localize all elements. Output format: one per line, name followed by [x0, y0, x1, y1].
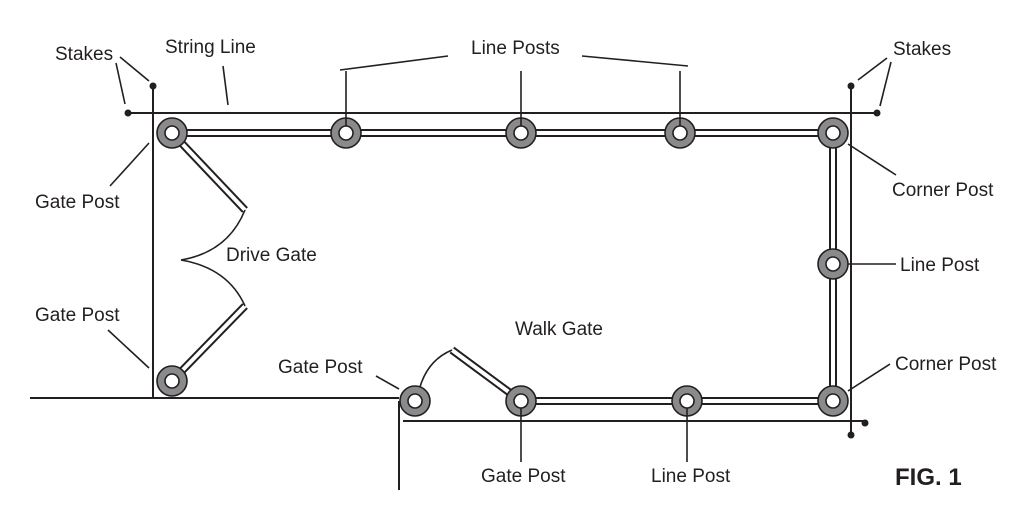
gate-swing-arcs [180, 209, 453, 388]
leader-corner-post-top-right [847, 143, 897, 176]
gate-post-top-left [156, 117, 188, 149]
leader-stakes-right-b [879, 61, 892, 107]
line-post-top-3 [664, 117, 696, 149]
stakes [124, 82, 881, 439]
leader-line-posts-right [581, 55, 689, 67]
label-line-posts: Line Posts [471, 38, 560, 59]
label-corner-post-top-right: Corner Post [892, 180, 994, 201]
gate-post-walk-latch [505, 385, 537, 417]
stake-top-right-a [847, 82, 855, 90]
stake-top-left-a [124, 109, 132, 117]
leader-gate-post-walk-hinge [375, 375, 400, 390]
label-gate-post-bottom-left: Gate Post [35, 305, 120, 326]
label-gate-post-walk-latch: Gate Post [481, 466, 566, 487]
label-corner-post-bottom-right: Corner Post [895, 354, 997, 375]
line-post-right [817, 248, 849, 280]
leader-gate-post-top-left [109, 142, 150, 187]
label-gate-post-walk-hinge: Gate Post [278, 357, 363, 378]
drive-gate-leaf-top-fill [170, 131, 247, 212]
label-string-line: String Line [165, 37, 256, 58]
line-post-top-2 [505, 117, 537, 149]
label-drive-gate: Drive Gate [226, 245, 317, 266]
fence-rails [169, 129, 837, 405]
drive-gate-leaf-bottom-fill [170, 304, 247, 383]
leader-line-posts-left [339, 55, 449, 71]
corner-post-bottom-right [817, 385, 849, 417]
label-gate-post-top-left: Gate Post [35, 192, 120, 213]
stake-top-left-b [149, 82, 157, 90]
gate-post-bottom-left [156, 365, 188, 397]
label-walk-gate: Walk Gate [515, 319, 603, 340]
rail-outline [172, 129, 837, 405]
leader-corner-post-bottom-right [847, 363, 891, 392]
rail-fill [172, 131, 835, 403]
leader-string-line [222, 65, 229, 106]
drive-gate-swing-arc-top [180, 209, 246, 261]
leader-stakes-right-a [857, 57, 888, 81]
string-lines [30, 85, 878, 490]
label-line-post-right: Line Post [900, 255, 980, 276]
leader-lines [107, 55, 897, 462]
corner-post-top-right [817, 117, 849, 149]
drive-gate-swing-arc-bottom [180, 259, 246, 307]
posts [156, 117, 849, 417]
labels: Stakes String Line Line Posts Stakes Gat… [35, 37, 997, 491]
leader-gate-post-bottom-left [107, 329, 150, 369]
stake-bottom-right-b [847, 431, 855, 439]
leader-stakes-left-a [115, 62, 126, 105]
leader-stakes-left-b [119, 56, 150, 82]
figure-title: FIG. 1 [895, 464, 962, 491]
label-line-post-bottom: Line Post [651, 466, 731, 487]
walk-gate-swing-arc [419, 349, 453, 388]
label-stakes-right: Stakes [893, 39, 951, 60]
label-stakes-left: Stakes [55, 44, 113, 65]
stake-top-right-b [873, 109, 881, 117]
gate-post-walk-hinge [399, 385, 431, 417]
stake-bottom-right-a [861, 419, 869, 427]
